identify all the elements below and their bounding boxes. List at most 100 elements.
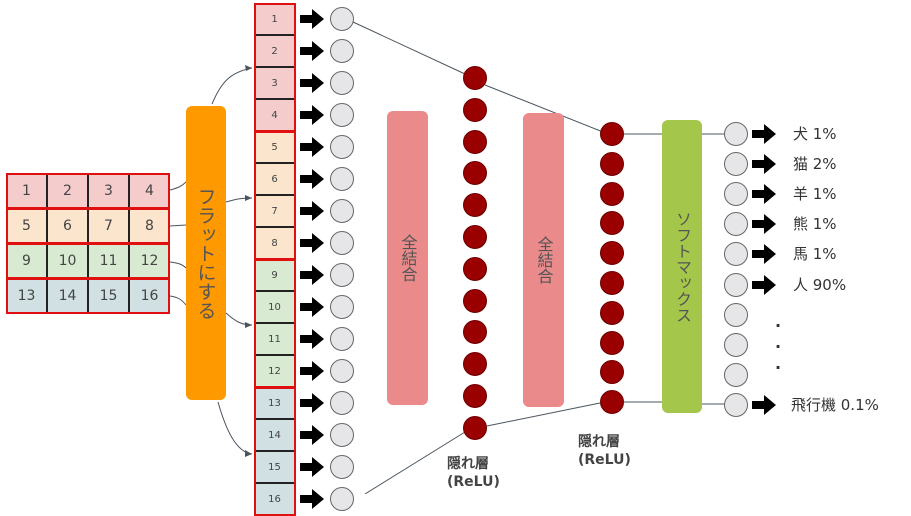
grid-cell: 1 [6,173,47,208]
grid-cell: 5 [6,208,47,243]
grid-to-flatten-2 [169,224,187,227]
output-neuron [724,392,748,417]
output-neuron [724,272,748,297]
flattened-cell: 3 [254,67,295,99]
grid-cell: 12 [129,243,170,278]
softmax-label: ソフトマックス [673,210,692,323]
arrow-right-icon [752,244,776,265]
hidden-neuron [600,300,624,325]
arrow-right-icon [752,214,776,235]
grid-cell: 8 [129,208,170,243]
output-neuron [724,152,748,177]
output-neuron [724,242,748,267]
hidden-neuron [600,122,624,146]
flattened-cell: 8 [254,227,295,259]
flatten-box: フラットにする [186,106,226,400]
flatten-arrow-1 [211,67,253,105]
input-neuron [330,295,354,319]
grid-cell: 10 [47,243,88,278]
arrow-right-icon [300,393,324,413]
ellipsis-dot: . [775,312,782,331]
hidden-neuron [463,415,487,440]
arrow-right-icon [300,457,324,477]
arrow-right-icon [752,184,776,205]
hidden-layer-2-label: 隠れ層 (ReLU) [578,433,631,469]
hidden-layer-2-title: 隠れ層 [578,434,620,450]
hidden-neuron [463,193,487,218]
grid-cell: 9 [6,243,47,278]
arrow-right-icon [300,489,324,509]
output-label: 犬 1% [793,125,837,143]
flattened-cell: 7 [254,195,295,227]
input-neuron [330,391,354,415]
grid-cell: 14 [47,278,88,313]
input-neuron [330,327,354,351]
grid-cell: 15 [88,278,129,313]
input-neuron [330,39,354,63]
fc-label-1: 全結合 [398,234,418,282]
flattened-cell: 2 [254,35,295,67]
output-neuron [724,182,748,207]
output-neuron [724,302,748,327]
grid-to-flatten-4 [169,295,187,306]
flattened-cell: 9 [254,259,295,291]
arrow-right-icon [752,394,776,415]
input-neuron [330,199,354,223]
grid-cell: 6 [47,208,88,243]
grid-cell: 13 [6,278,47,313]
hidden-layer-2-activation: (ReLU) [578,452,631,468]
arrow-right-icon [300,137,324,157]
flattened-cell: 15 [254,451,295,483]
grid-cell: 16 [129,278,170,313]
grid-cell: 4 [129,173,170,208]
flattened-cell: 11 [254,323,295,355]
hidden-neuron [463,352,487,377]
input-neuron [330,135,354,159]
ellipsis-dot: . [775,354,782,373]
output-neuron [724,122,748,146]
hidden-layer-1-label: 隠れ層 (ReLU) [447,455,500,491]
hidden-neuron [600,241,624,266]
hidden-neuron [600,151,624,176]
fc-label-2: 全結合 [534,236,554,284]
edge-in-top [352,21,466,75]
input-neuron [330,231,354,255]
hidden-neuron [600,390,624,415]
input-neuron [330,455,354,479]
ellipsis-dot: . [775,333,782,352]
flattened-cell: 16 [254,483,295,515]
hidden-neuron [463,129,487,154]
flattened-cell: 14 [254,419,295,451]
output-neuron [724,332,748,357]
input-neuron [330,71,354,95]
arrow-right-icon [300,233,324,253]
output-label: 羊 1% [793,185,837,204]
flattened-cell: 13 [254,387,295,419]
flatten-arrow-4 [217,401,253,455]
hidden-neuron [463,256,487,281]
output-label: 猫 2% [793,155,837,174]
edge-h1-h2-top [484,84,604,133]
arrow-right-icon [300,73,324,93]
hidden-layer-1-title: 隠れ層 [447,456,489,472]
fully-connected-box-1: 全結合 [387,111,428,405]
flattened-cell: 12 [254,355,295,387]
input-neuron [330,487,354,511]
hidden-neuron [463,161,487,186]
hidden-neuron [463,225,487,249]
grid-to-flatten-3 [169,261,187,269]
grid-to-flatten-1 [169,181,187,191]
arrow-right-icon [752,124,776,144]
input-neuron [330,423,354,447]
hidden-neuron [600,181,624,206]
input-neuron [330,103,354,127]
hidden-neuron [600,360,624,385]
grid-cell: 7 [88,208,129,243]
arrow-right-icon [300,361,324,381]
connection-lines [169,21,724,494]
arrow-right-icon [300,41,324,61]
arrow-right-icon [752,274,776,295]
hidden-neuron [600,211,624,236]
hidden-layer-1-activation: (ReLU) [447,474,500,490]
arrow-right-icon [300,169,324,189]
